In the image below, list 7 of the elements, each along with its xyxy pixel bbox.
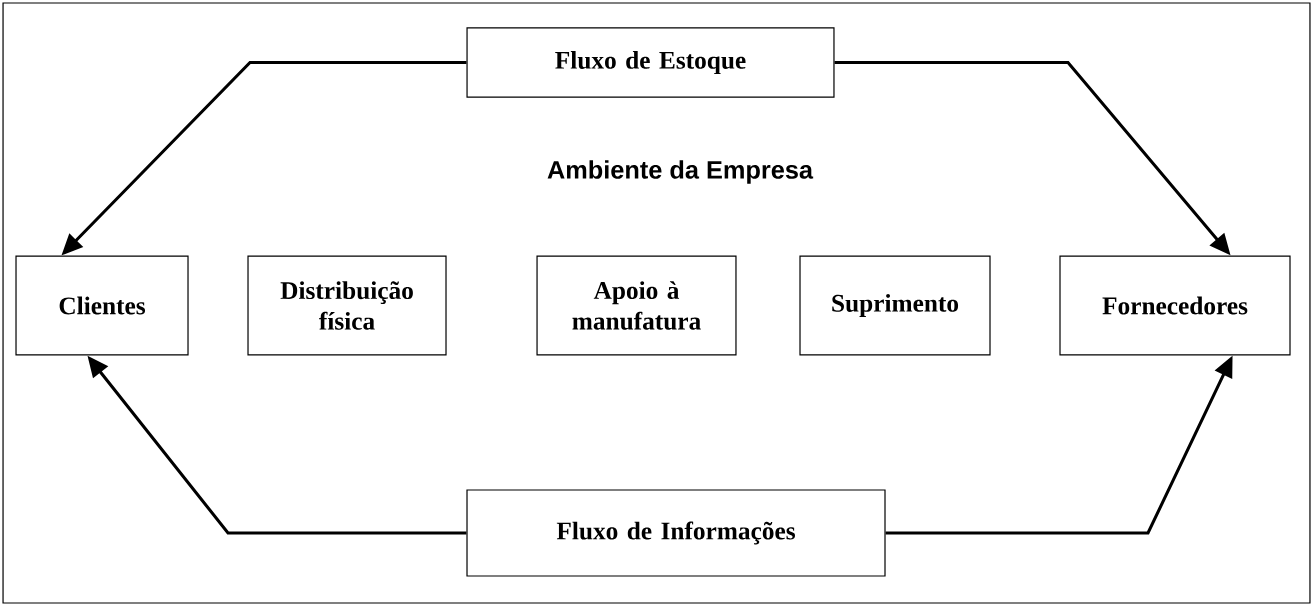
process-box: Fornecedores: [1059, 255, 1291, 356]
process-box: Fluxo de Informações: [466, 489, 886, 577]
process-box: Apoio à manufatura: [536, 255, 737, 356]
process-box: Suprimento: [799, 255, 991, 356]
process-box: Clientes: [15, 255, 189, 356]
process-box: Distribuição física: [247, 255, 447, 356]
process-box: Fluxo de Estoque: [466, 27, 835, 98]
